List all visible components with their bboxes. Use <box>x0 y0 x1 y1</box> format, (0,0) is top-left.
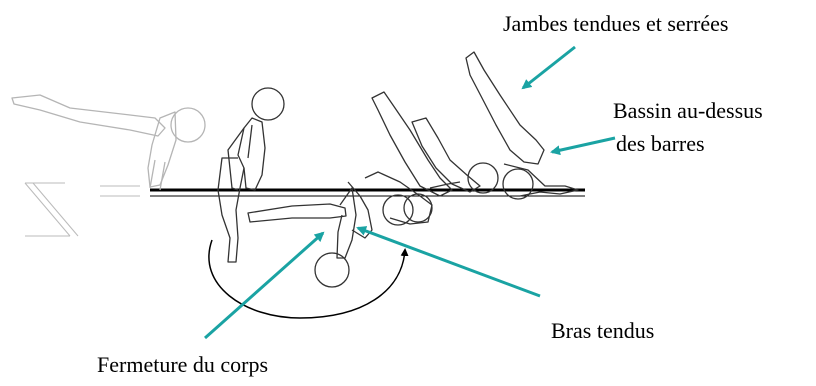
parallel-bars <box>150 190 585 196</box>
label-legs: Jambes tendues et serrées <box>503 11 728 37</box>
gymnast-figure-5 <box>372 92 452 222</box>
annotation-arrows <box>205 47 615 338</box>
gymnast-figure-2 <box>218 88 284 262</box>
arrow-pelvis <box>552 138 615 152</box>
arrow-legs <box>523 47 575 88</box>
label-pelvis-line-2: des barres <box>616 131 705 157</box>
arrow-body-closure <box>205 233 323 338</box>
label-arms: Bras tendus <box>551 318 654 344</box>
rotation-arrow <box>209 240 405 318</box>
bars-end-sketch <box>25 183 140 236</box>
label-body-closure: Fermeture du corps <box>97 352 268 378</box>
label-pelvis-line-1: Bassin au-dessus <box>613 98 763 124</box>
gymnast-figure-7 <box>466 52 578 199</box>
gymnast-figure-3 <box>248 188 356 287</box>
gymnast-figure-1 <box>12 95 205 190</box>
arrow-arms <box>358 228 540 296</box>
